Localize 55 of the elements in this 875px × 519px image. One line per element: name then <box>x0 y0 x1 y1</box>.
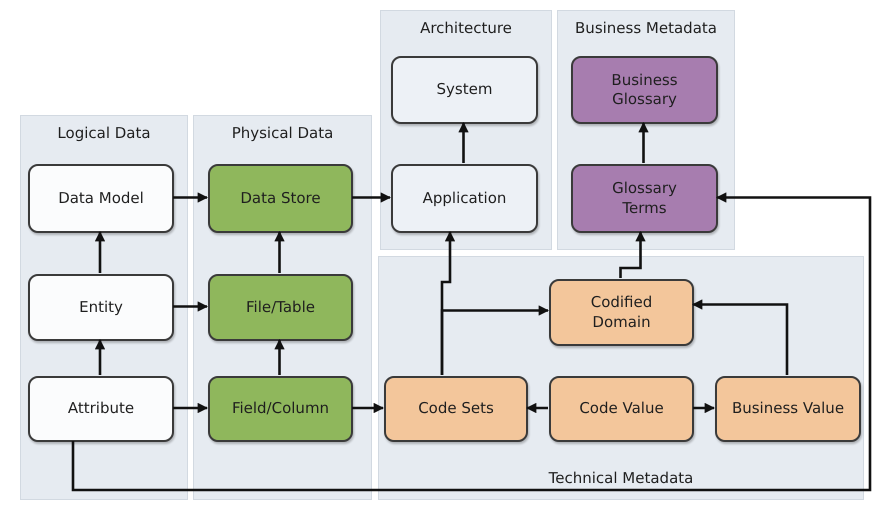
group-panel <box>378 256 864 500</box>
group-panel <box>380 10 552 250</box>
arrow <box>94 338 106 375</box>
arrow <box>526 402 548 414</box>
box-label: Code Sets <box>417 399 495 419</box>
process-box <box>208 274 353 341</box>
arrow <box>173 402 208 414</box>
arrow <box>352 402 384 414</box>
arrow <box>619 230 646 278</box>
arrow <box>440 305 550 375</box>
arrow <box>274 338 285 375</box>
box-label: Glossary Terms <box>611 179 678 218</box>
panel-heading: Physical Data <box>230 124 334 142</box>
process-box <box>28 164 174 233</box>
group-panel <box>20 115 188 500</box>
process-box <box>391 164 538 233</box>
process-box <box>391 56 538 124</box>
box-label: System <box>436 80 494 100</box>
box-label: Codified Domain <box>590 293 654 332</box>
arrow <box>352 192 392 203</box>
arrow <box>274 230 285 273</box>
process-box <box>715 376 861 442</box>
process-box <box>208 164 353 233</box>
box-label: File/Table <box>245 298 316 318</box>
arrow <box>458 122 469 163</box>
box-label: Code Value <box>578 399 665 419</box>
arrow <box>173 192 208 203</box>
box-label: Data Model <box>57 188 145 208</box>
process-box <box>571 164 718 233</box>
box-label: Attribute <box>66 399 136 419</box>
box-label: Field/Column <box>230 399 330 419</box>
box-label: Entity <box>78 298 124 318</box>
arrow <box>693 402 716 414</box>
box-label: Business Value <box>730 399 846 419</box>
process-box <box>28 274 174 341</box>
arrow <box>94 230 106 273</box>
panel-heading: Architecture <box>419 19 513 37</box>
group-panel <box>193 115 372 500</box>
process-box <box>549 279 694 346</box>
arrow <box>692 299 788 375</box>
panel-heading: Technical Metadata <box>548 469 694 487</box>
process-box <box>549 376 694 442</box>
arrow <box>638 122 649 163</box>
group-panel <box>557 10 735 250</box>
arrow <box>173 301 208 312</box>
process-box <box>28 376 174 442</box>
process-box <box>208 376 353 442</box>
arrow <box>72 192 872 492</box>
box-label: Data Store <box>239 188 322 208</box>
process-box <box>571 56 718 124</box>
box-label: Application <box>422 188 508 208</box>
box-label: Business Glossary <box>610 70 679 110</box>
panel-heading: Business Metadata <box>574 19 718 37</box>
process-box <box>384 376 528 442</box>
panel-heading: Logical Data <box>56 124 152 142</box>
